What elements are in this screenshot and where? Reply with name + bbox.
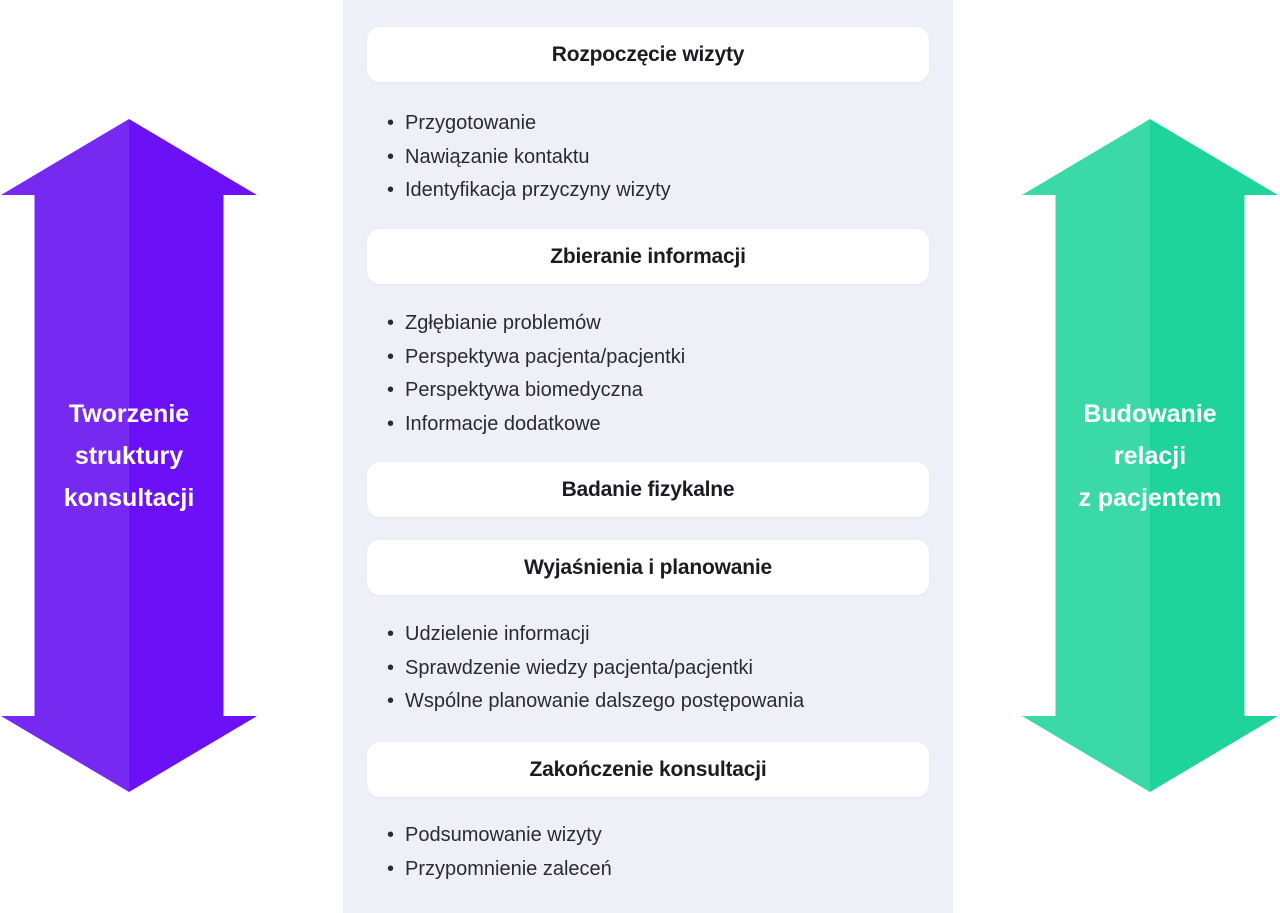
- list-item: Identyfikacja przyczyny wizyty: [343, 174, 953, 208]
- list-item: Przypomnienie zaleceń: [343, 853, 953, 887]
- section-title: Badanie fizykalne: [561, 477, 735, 501]
- list-item: Sprawdzenie wiedzy pacjenta/pacjentki: [343, 652, 953, 686]
- list-item: Udzielenie informacji: [343, 618, 953, 652]
- section-title: Rozpoczęcie wizyty: [551, 42, 745, 66]
- list-item: Perspektywa biomedyczna: [343, 374, 953, 408]
- section-header-badanie-fizykalne: Badanie fizykalne: [367, 462, 929, 517]
- bullet-list-zbieranie-informacji: Zgłębianie problemów Perspektywa pacjent…: [343, 307, 953, 441]
- list-item: Przygotowanie: [343, 107, 953, 141]
- list-item: Podsumowanie wizyty: [343, 819, 953, 853]
- right-arrow-label-line: z pacjentem: [1078, 484, 1222, 512]
- right-arrow-label-line: Budowanie: [1083, 400, 1217, 428]
- left-arrow-label-line: konsultacji: [63, 484, 195, 512]
- list-item: Perspektywa pacjenta/pacjentki: [343, 341, 953, 375]
- consultation-steps-panel: Rozpoczęcie wizyty Przygotowanie Nawiąza…: [343, 0, 953, 913]
- bullet-list-wyjasnienia-i-planowanie: Udzielenie informacji Sprawdzenie wiedzy…: [343, 618, 953, 719]
- left-double-arrow-right-half: [129, 119, 257, 792]
- list-item: Informacje dodatkowe: [343, 408, 953, 442]
- list-item: Nawiązanie kontaktu: [343, 141, 953, 175]
- section-header-wyjasnienia-i-planowanie: Wyjaśnienia i planowanie: [367, 540, 929, 595]
- list-item: Wspólne planowanie dalszego postępowania: [343, 685, 953, 719]
- section-title: Zbieranie informacji: [550, 244, 746, 268]
- section-title: Zakończenie konsultacji: [529, 757, 767, 781]
- bullet-list-zakonczenie-konsultacji: Podsumowanie wizyty Przypomnienie zalece…: [343, 819, 953, 886]
- bullet-list-rozpoczecie-wizyty: Przygotowanie Nawiązanie kontaktu Identy…: [343, 107, 953, 208]
- right-arrow-label-line: relacji: [1113, 442, 1187, 470]
- section-title: Wyjaśnienia i planowanie: [523, 555, 773, 579]
- left-double-arrow: [1, 119, 257, 792]
- right-arrow-label: Budowanie relacji z pacjentem: [1022, 393, 1278, 519]
- left-arrow-label: Tworzenie struktury konsultacji: [1, 393, 257, 519]
- section-header-zakonczenie-konsultacji: Zakończenie konsultacji: [367, 742, 929, 797]
- right-double-arrow-right-half: [1150, 119, 1278, 792]
- left-arrow-label-line: Tworzenie: [68, 400, 190, 428]
- left-arrow-label-line: struktury: [74, 442, 184, 470]
- section-header-rozpoczecie-wizyty: Rozpoczęcie wizyty: [367, 27, 929, 82]
- left-double-arrow-left-half: [1, 119, 129, 792]
- right-double-arrow-left-half: [1022, 119, 1150, 792]
- list-item: Zgłębianie problemów: [343, 307, 953, 341]
- section-header-zbieranie-informacji: Zbieranie informacji: [367, 229, 929, 284]
- right-double-arrow: [1022, 119, 1278, 792]
